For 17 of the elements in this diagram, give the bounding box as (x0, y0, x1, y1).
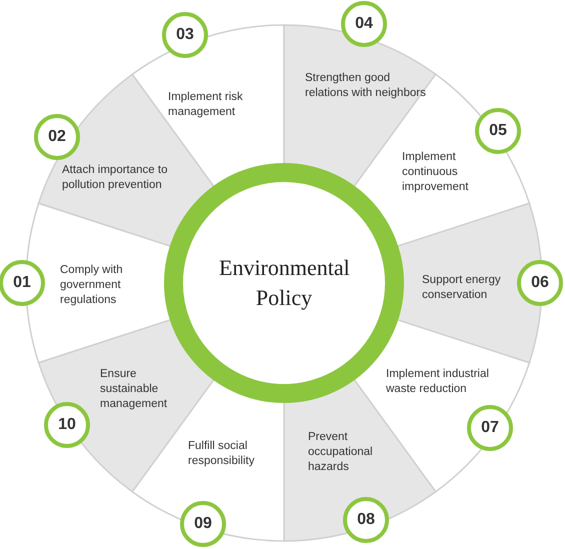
number-badge: 10 (44, 402, 90, 448)
sector-label: Fulfill social responsibility (188, 439, 283, 469)
sector-label: Comply with government regulations (60, 263, 160, 308)
sector-label: Implement industrial waste reduction (386, 367, 506, 397)
number-badge: 03 (162, 12, 208, 58)
number-badge: 01 (0, 260, 45, 306)
center-title: Environmental Policy (219, 254, 349, 312)
number-badge: 05 (475, 108, 521, 154)
number-badge: 06 (517, 260, 563, 306)
sector-label: Ensure sustainable management (100, 367, 190, 412)
sector-label: Prevent occupational hazards (308, 430, 398, 475)
number-badge: 09 (180, 501, 226, 547)
sector-label: Attach importance to pollution prevention (62, 163, 202, 193)
sector-label: Strengthen good relations with neighbors (305, 71, 435, 101)
number-badge: 04 (341, 1, 387, 47)
sector-label: Implement risk management (168, 90, 283, 120)
number-badge: 02 (34, 114, 80, 160)
